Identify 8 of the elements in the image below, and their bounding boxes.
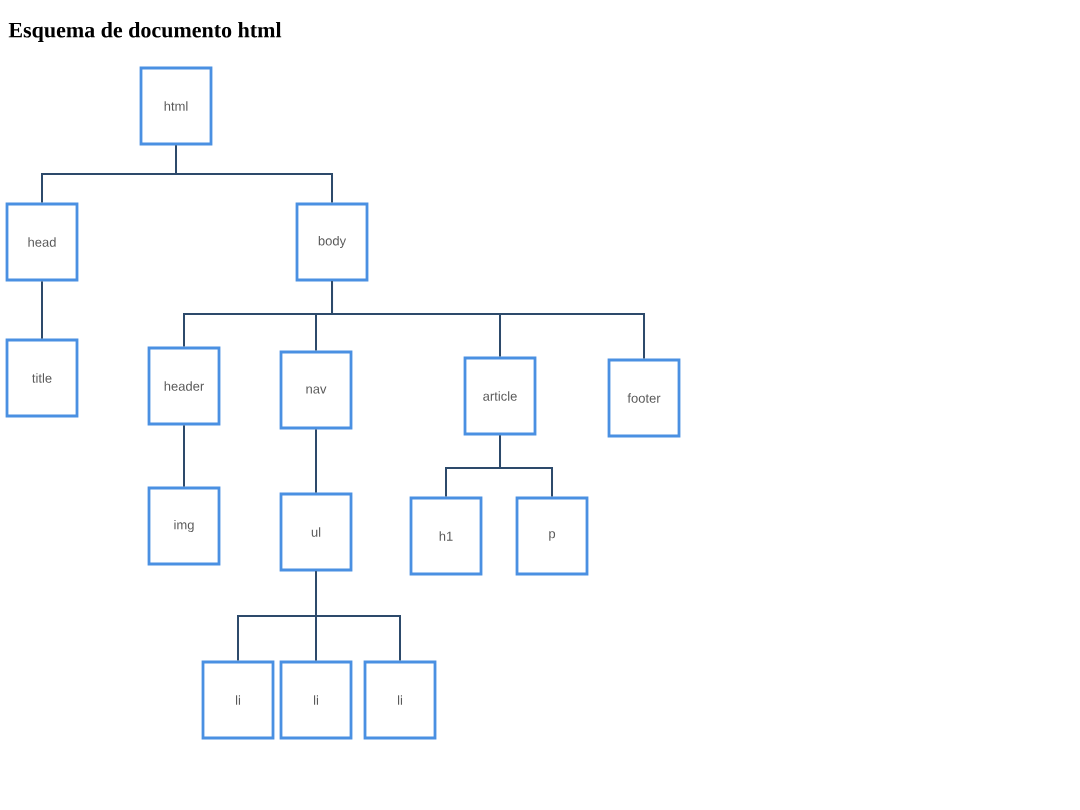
connector xyxy=(315,570,401,662)
connector xyxy=(315,428,317,494)
connector xyxy=(183,424,185,488)
title: Esquema de documento html xyxy=(8,22,282,42)
connector xyxy=(175,144,333,204)
connector xyxy=(41,280,43,340)
connector xyxy=(499,434,553,498)
connector xyxy=(331,280,645,360)
